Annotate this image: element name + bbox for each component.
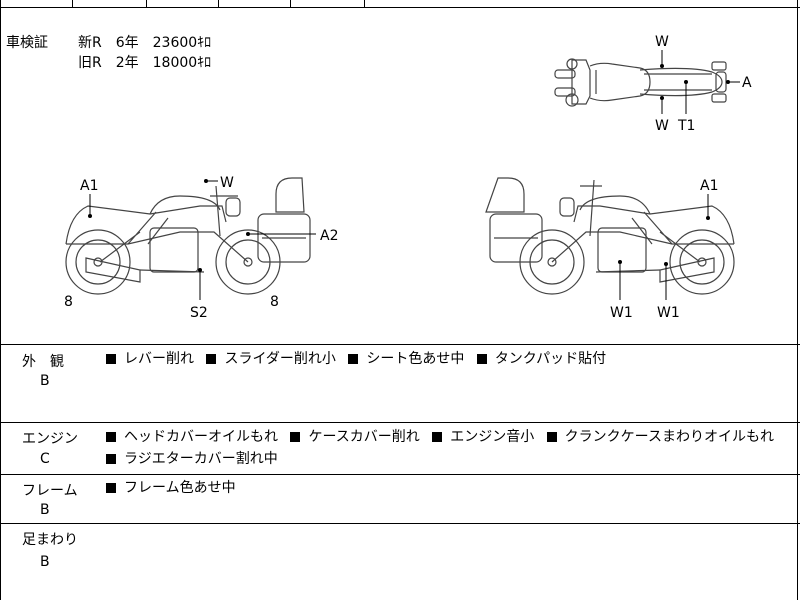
item: フレーム色あせ中 [124,480,236,496]
right-view-motorcycle [485,177,735,295]
item: タンクパッド貼付 [494,351,607,367]
divider [0,7,800,8]
section-title: 外 観 [22,354,64,370]
top-view-motorcycle [554,58,727,107]
section-grade: C [40,451,50,467]
item: ラジエターカバー割れ中 [124,451,278,467]
item: ヘッドカバーオイルもれ [124,429,278,445]
motorcycle-damage-diagram: W A W T1 A1 W A2 [64,34,752,321]
section-title: フレーム [22,483,78,499]
shaken-row-new: 新R 6年 23600ｷﾛ [78,35,212,51]
item: レバー削れ [124,351,194,367]
section-grade: B [40,554,50,570]
divider [0,474,800,475]
top-label-a: A [742,75,752,91]
top-table-strip [0,0,800,8]
left-label-8b: 8 [270,294,279,310]
section-title: エンジン [22,431,78,447]
left-label-a2: A2 [320,228,338,244]
item: エンジン音小 [450,429,535,445]
item: クランクケースまわりオイルもれ [564,429,774,445]
section-items: レバー削れ スライダー削れ小 シート色あせ中 タンクパッド貼付 [106,348,796,370]
left-view-motorcycle [65,177,311,295]
shaken-label: 車検証 [6,35,48,51]
item: ケースカバー削れ [308,429,420,445]
top-label-w1: W [655,34,669,50]
left-label-w: W [220,175,234,191]
section-title: 足まわり [22,532,78,548]
divider [0,422,800,423]
top-label-t1: T1 [677,118,695,134]
top-label-w2: W [655,118,669,134]
section-grade: B [40,373,50,389]
right-label-a1: A1 [700,178,718,194]
section-items: ヘッドカバーオイルもれ ケースカバー削れ エンジン音小 クランクケースまわりオイ… [106,426,796,470]
section-items: フレーム色あせ中 [106,477,796,499]
left-label-8a: 8 [64,294,73,310]
divider [0,344,800,345]
left-label-a1: A1 [80,178,98,194]
left-label-s2: S2 [190,305,208,321]
section-grade: B [40,502,50,518]
divider [0,523,800,524]
right-label-w1b: W1 [657,305,680,321]
shaken-row-old: 旧R 2年 18000ｷﾛ [78,55,212,71]
item: スライダー削れ小 [224,351,336,367]
item: シート色あせ中 [366,351,465,367]
right-label-w1a: W1 [610,305,633,321]
right-view-markers [619,194,709,300]
